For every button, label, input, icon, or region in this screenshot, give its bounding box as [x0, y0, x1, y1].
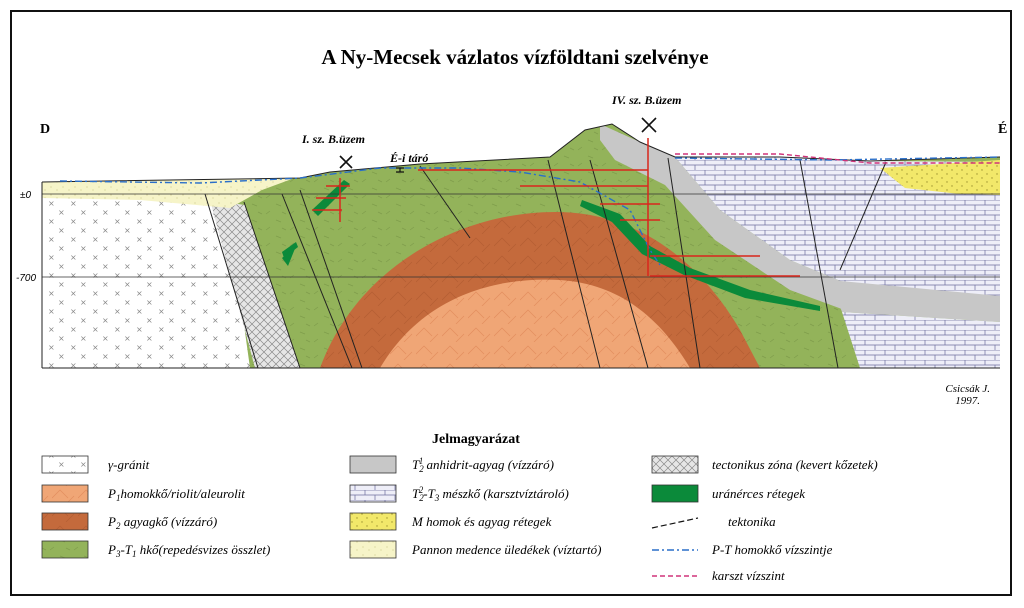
legend-swatch-uranium — [651, 484, 699, 503]
adit-label: É-i táró — [389, 151, 428, 165]
legend-swatch-tectonics — [651, 517, 699, 529]
legend-label-granite: γ-gránit — [108, 457, 150, 472]
legend-swatch-p1 — [41, 484, 89, 503]
fault-lines — [204, 157, 887, 368]
mine4-label: IV. sz. B.üzem — [611, 93, 681, 107]
mine-workings — [312, 138, 800, 277]
karst-water-level — [675, 153, 1000, 164]
legend-swatch-granite — [41, 455, 89, 474]
layer-msand — [880, 160, 1000, 195]
legend-label-p3t1: P3-T1 hkő(repedésvizes összlet) — [107, 542, 270, 559]
legend-swatch-anhydrite — [349, 455, 397, 474]
legend-swatch-tectzone — [651, 455, 699, 474]
legend-label-tectonics: tektonika — [728, 514, 776, 529]
depth-700-label: -700 — [16, 273, 36, 284]
legend-swatch-p2 — [41, 512, 89, 531]
mine1-label: I. sz. B.üzem — [301, 132, 365, 146]
legend-swatch-p3t1 — [41, 540, 89, 559]
author-name: Csicsák J. — [945, 383, 990, 395]
surface-line — [41, 123, 1001, 183]
legend-swatch-pannon — [349, 540, 397, 559]
legend-label-anhydrite: T21 anhidrit-agyag (vízzáró) — [412, 456, 554, 474]
mine4-symbol — [641, 117, 657, 133]
legend-label-tectzone: tectonikus zóna (kevert kőzetek) — [712, 457, 878, 472]
section-body — [42, 124, 1000, 368]
depth-zero-label: ±0 — [20, 190, 31, 201]
legend-label-limestone: T22-T3 mészkő (karsztvíztároló) — [412, 485, 569, 503]
legend-title: Jelmagyarázat — [432, 432, 520, 447]
layer-limestone — [675, 157, 1000, 300]
layer-granite — [42, 182, 250, 368]
north-label: É — [998, 120, 1007, 137]
author-year: 1997. — [955, 395, 980, 407]
legend-label-msand: M homok és agyag rétegek — [411, 514, 552, 529]
diagram-title: A Ny-Mecsek vázlatos vízföldtani szelvén… — [321, 45, 708, 69]
mine1-symbol — [339, 155, 353, 169]
legend-label-p1: P1homokkő/riolit/aleurolit — [107, 486, 245, 503]
adit-symbol — [396, 167, 404, 173]
legend-label-ptwater: P-T homokkő vízszintje — [711, 542, 833, 557]
layer-pannon — [42, 176, 300, 208]
legend-label-p2: P2 agyagkő (vízzáró) — [107, 514, 217, 531]
legend-swatch-limestone — [349, 484, 397, 503]
legend-label-karst: karszt vízszint — [712, 568, 785, 583]
layer-tectonic-zone — [210, 200, 300, 368]
legend-label-uranium: uránérces rétegek — [712, 486, 805, 501]
south-label: D — [40, 122, 50, 137]
legend-label-pannon: Pannon medence üledékek (víztartó) — [411, 542, 602, 557]
layer-p1 — [380, 279, 690, 368]
legend-swatch-msand — [349, 512, 397, 531]
